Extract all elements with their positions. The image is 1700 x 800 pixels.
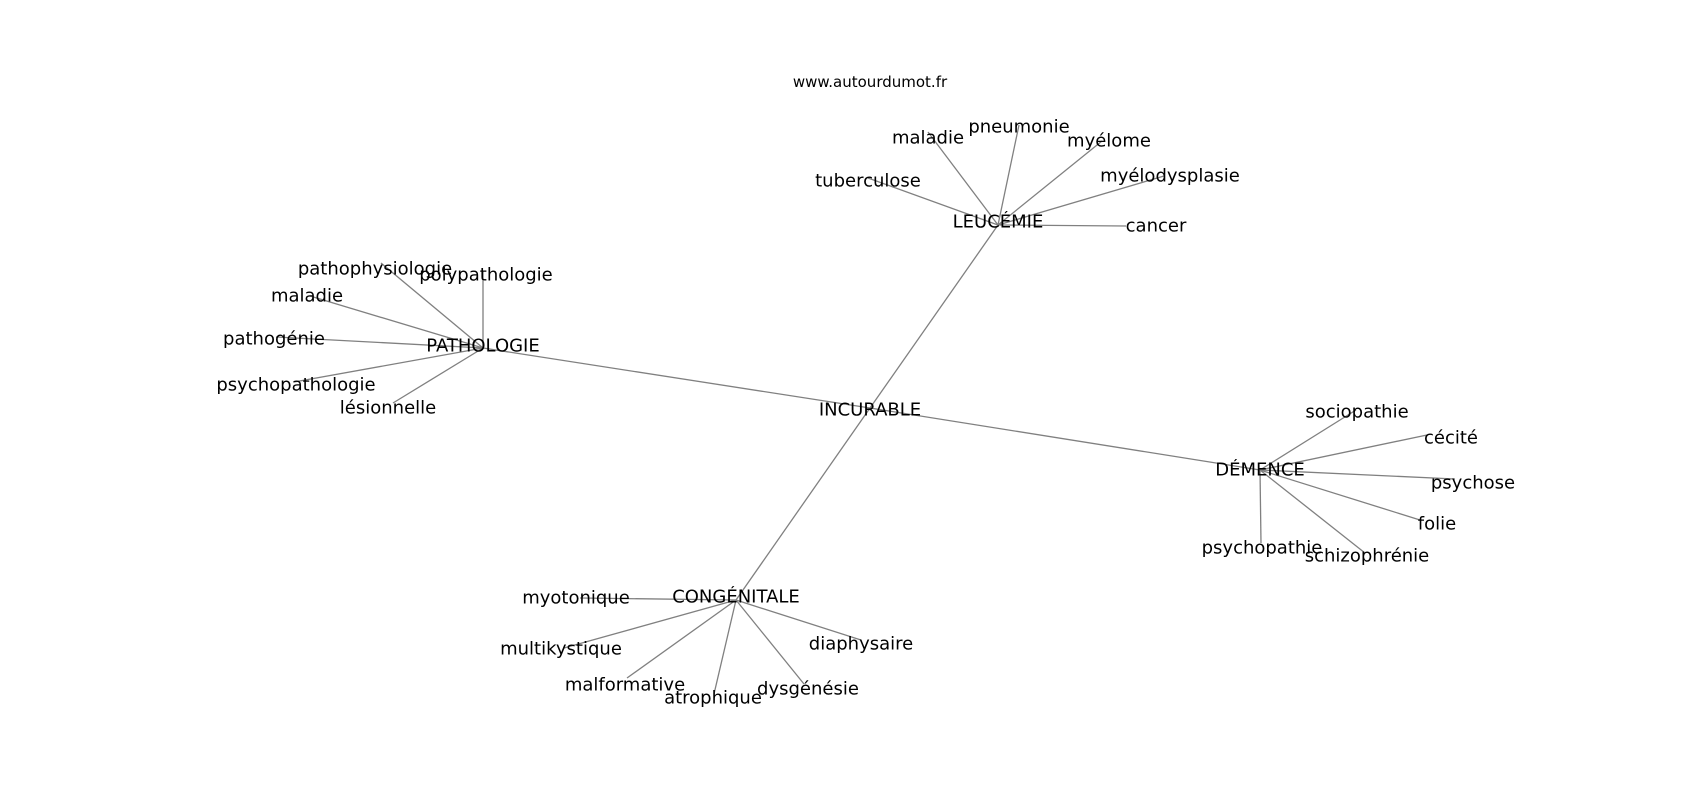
edge-hub-to-leaf: [380, 262, 484, 349]
hub-node-label: CONGÉNITALE: [672, 586, 800, 608]
leaf-node-label: myélodysplasie: [1100, 166, 1240, 187]
edge-hub-to-leaf: [275, 336, 484, 349]
leaf-node-label: dysgénésie: [757, 679, 859, 700]
edge-hub-to-leaf: [392, 347, 484, 404]
graph-edges: [275, 124, 1456, 695]
hub-node-label: LEUCÉMIE: [953, 211, 1044, 233]
edge-hub-to-leaf: [1259, 469, 1262, 544]
edge-center-to-hub: [869, 407, 1261, 471]
leaf-node-label: pathophysiologie: [298, 259, 452, 280]
edge-hub-to-leaf: [735, 599, 862, 641]
leaf-node-label: cancer: [1126, 216, 1187, 237]
leaf-node-label: atrophique: [664, 688, 762, 709]
graph-labels: INCURABLELEUCÉMIEmaladiepneumoniemyélome…: [216, 117, 1515, 709]
leaf-node-label: pathogénie: [223, 329, 325, 350]
leaf-node-label: schizophrénie: [1305, 546, 1430, 567]
leaf-node-label: malformative: [565, 675, 685, 696]
edge-hub-to-leaf: [927, 131, 999, 226]
edge-hub-to-leaf: [1259, 469, 1456, 480]
hub-node-label: DÉMENCE: [1215, 459, 1305, 481]
leaf-node-label: sociopathie: [1305, 402, 1408, 423]
edge-hub-to-leaf: [1259, 434, 1428, 471]
leaf-node-label: tuberculose: [815, 171, 921, 192]
edge-hub-to-leaf: [997, 140, 1103, 226]
leaf-node-label: myotonique: [522, 588, 630, 609]
leaf-node-label: polypathologie: [419, 265, 553, 286]
leaf-node-label: psychose: [1431, 473, 1515, 494]
leaf-node-label: maladie: [271, 286, 343, 307]
edge-center-to-hub: [735, 407, 871, 601]
edge-hub-to-leaf: [735, 599, 805, 685]
edge-hub-to-leaf: [1259, 469, 1421, 521]
leaf-node-label: maladie: [892, 128, 964, 149]
center-node-label: INCURABLE: [819, 400, 921, 421]
leaf-node-label: myélome: [1067, 131, 1151, 152]
edge-hub-to-leaf: [1259, 409, 1357, 471]
leaf-node-label: pneumonie: [968, 117, 1069, 138]
edge-center-to-hub: [869, 224, 999, 409]
leaf-node-label: psychopathie: [1202, 538, 1323, 559]
edge-hub-to-leaf: [997, 175, 1165, 226]
leaf-node-label: diaphysaire: [809, 634, 913, 655]
leaf-node-label: multikystique: [500, 639, 622, 660]
edge-hub-to-leaf: [309, 295, 484, 349]
leaf-node-label: cécité: [1424, 428, 1478, 449]
edge-hub-to-leaf: [563, 599, 737, 649]
hub-node-label: PATHOLOGIE: [426, 336, 540, 357]
edge-hub-to-leaf: [867, 177, 999, 226]
leaf-node-label: lésionnelle: [340, 398, 436, 419]
edge-center-to-hub: [482, 347, 871, 409]
leaf-node-label: folie: [1418, 514, 1456, 535]
edge-hub-to-leaf: [713, 599, 737, 695]
edge-hub-to-leaf: [1259, 469, 1366, 554]
edge-hub-to-leaf: [997, 124, 1020, 226]
edge-hub-to-leaf: [293, 347, 484, 383]
edge-hub-to-leaf: [579, 597, 737, 601]
edge-hub-to-leaf: [626, 599, 737, 679]
leaf-node-label: psychopathologie: [216, 375, 375, 396]
source-watermark: www.autourdumot.fr: [793, 73, 948, 91]
edge-hub-to-leaf: [997, 224, 1127, 227]
